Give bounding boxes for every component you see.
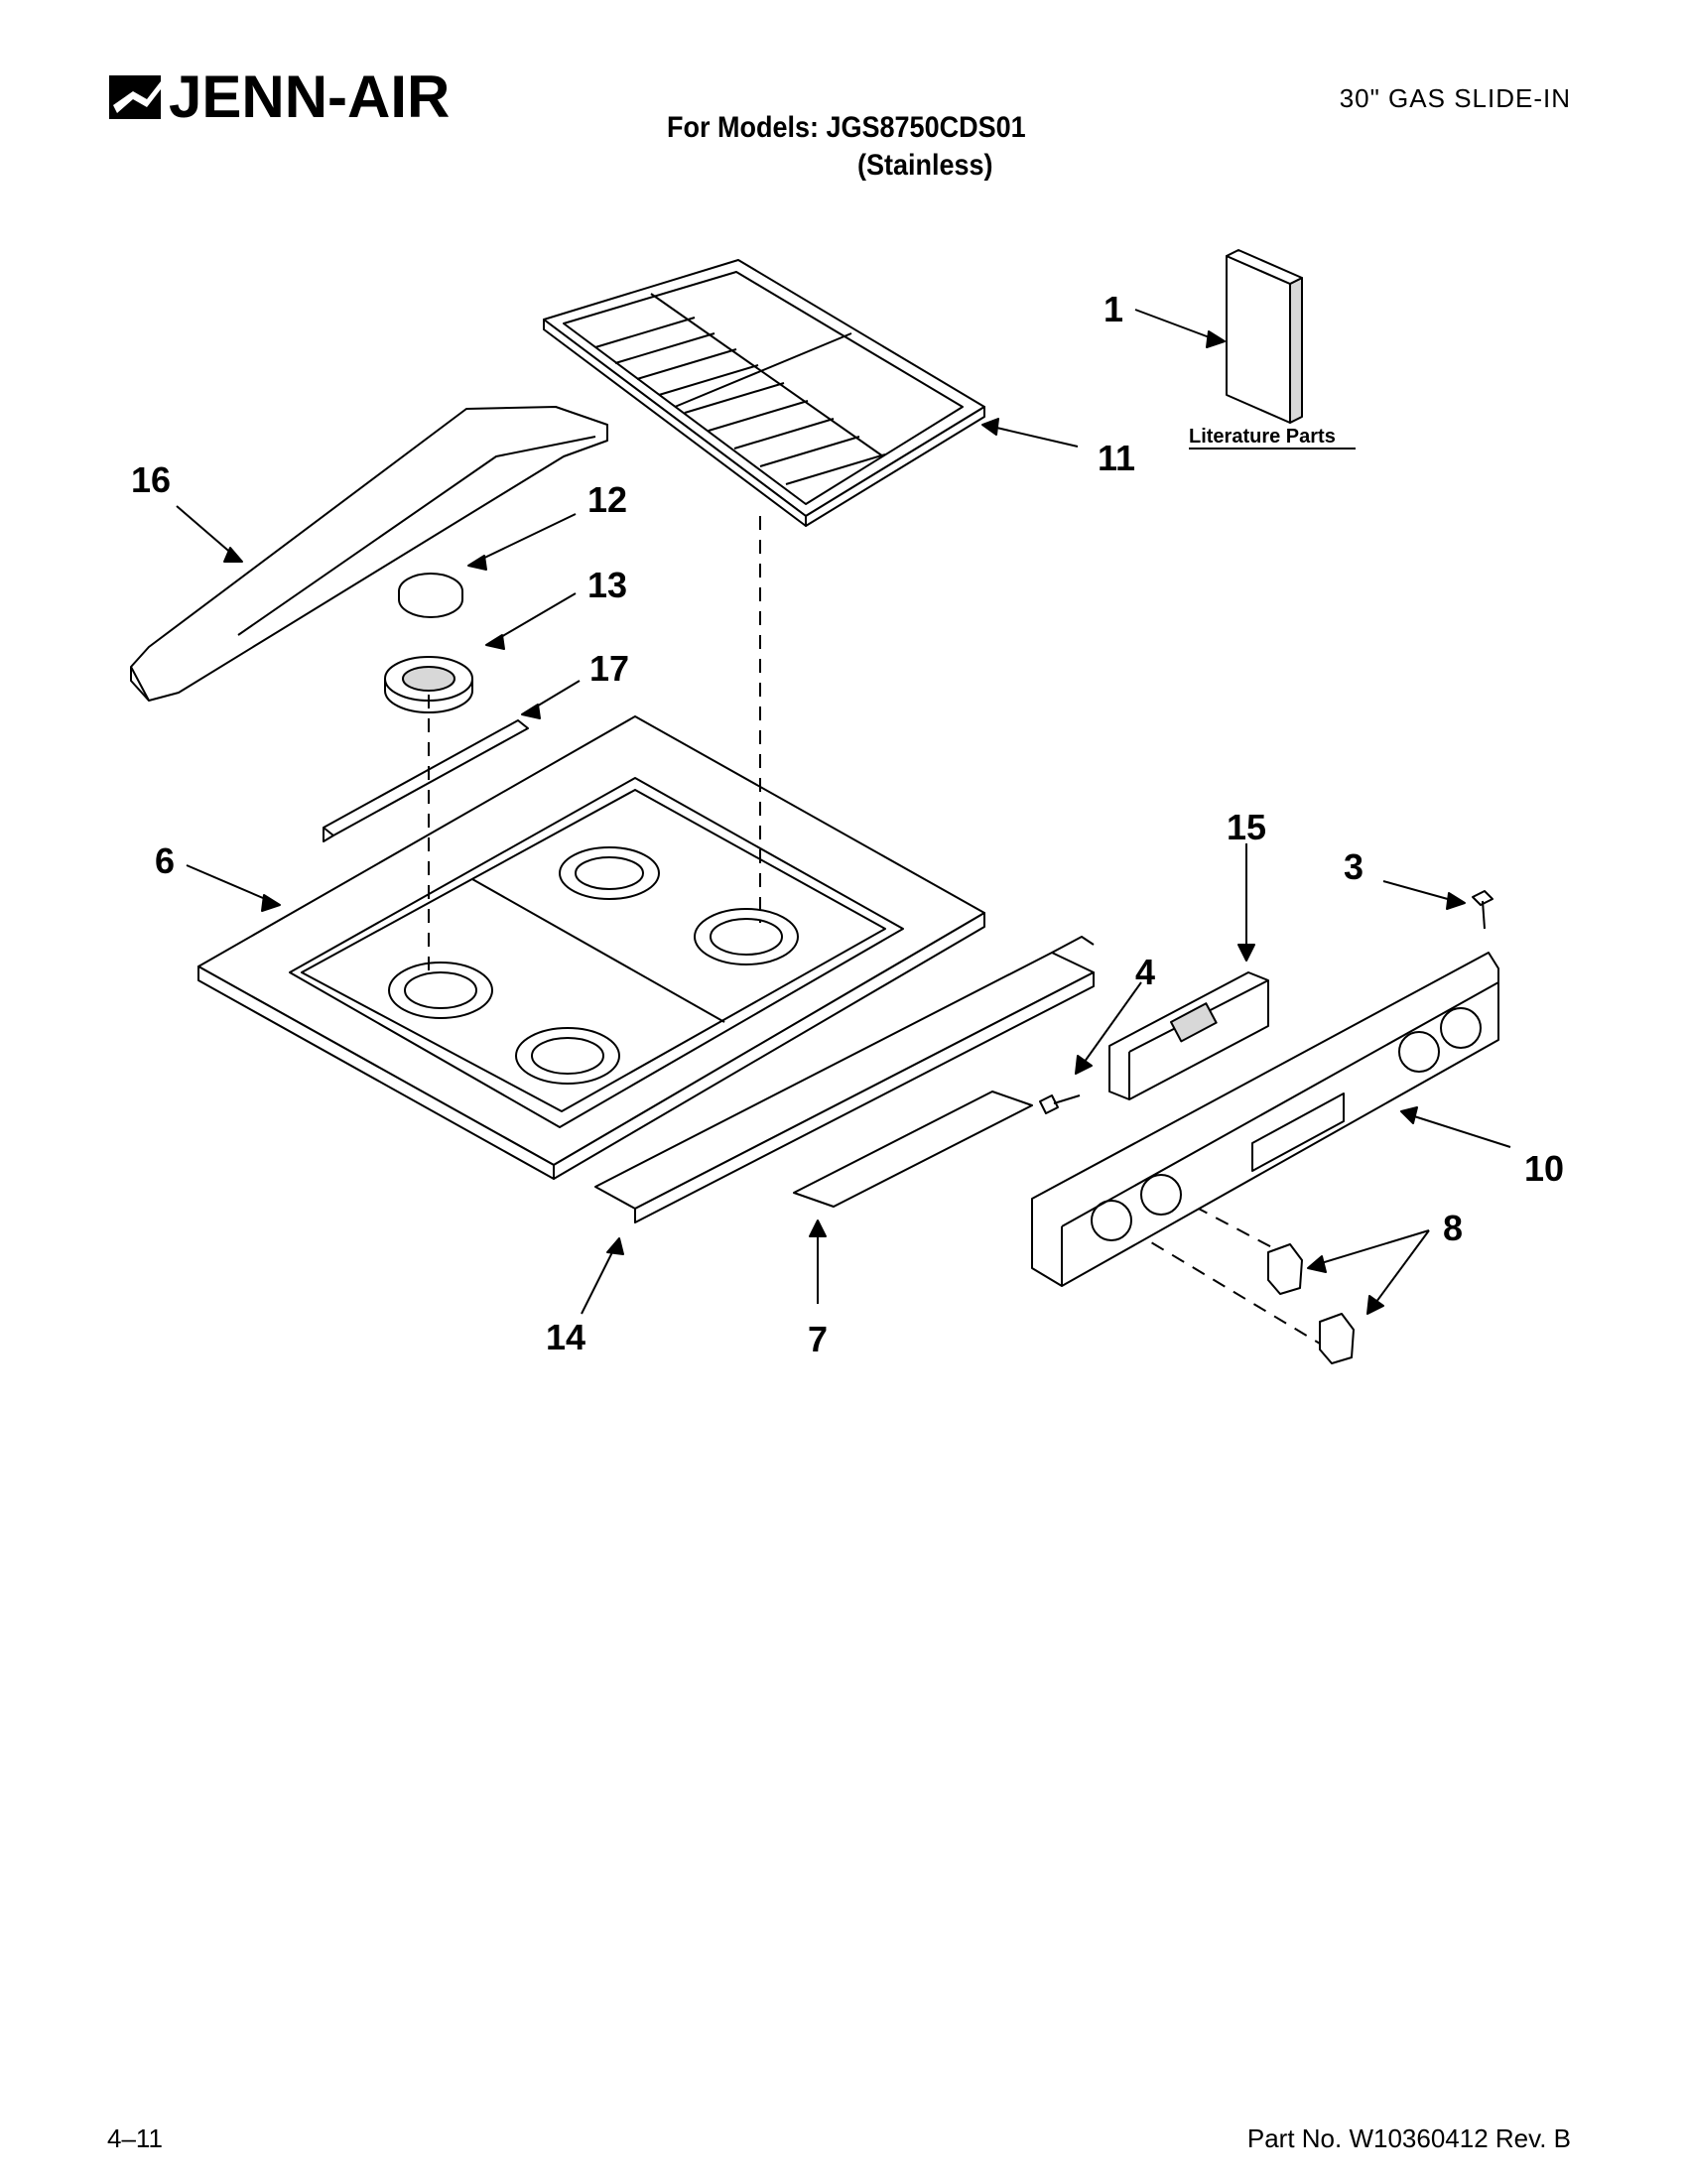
callout-14: 14 <box>546 1317 585 1357</box>
burner-grate <box>543 259 985 527</box>
callout-3: 3 <box>1344 846 1363 887</box>
leader-arrows <box>176 309 1511 1315</box>
control-panel <box>1031 952 1499 1287</box>
manifold-bracket <box>594 936 1095 1223</box>
page-number: 4–11 <box>107 2123 163 2153</box>
callout-6: 6 <box>155 840 175 881</box>
callout-16: 16 <box>131 459 171 500</box>
finish-label: (Stainless) <box>857 149 993 182</box>
screw-3 <box>1472 890 1493 930</box>
burner-cap <box>398 573 463 618</box>
callout-8: 10 <box>1524 1148 1564 1189</box>
callout-4: 4 <box>1135 952 1155 992</box>
burner-bracket <box>323 719 529 842</box>
callout-1: 1 <box>1104 289 1123 329</box>
heat-shield <box>793 1091 1033 1208</box>
burner-head <box>384 656 473 713</box>
callout-10: 8 <box>1443 1208 1463 1248</box>
electronic-control-board <box>1108 971 1269 1100</box>
callout-15: 15 <box>1227 807 1266 847</box>
literature-label: Literature Parts <box>1189 426 1336 448</box>
rear-trim-cap <box>130 406 608 702</box>
brand-logo: JENN-AIR <box>107 60 464 139</box>
callout-12: 12 <box>587 479 627 520</box>
callout-17: 17 <box>589 648 629 689</box>
product-category: 30" GAS SLIDE-IN <box>1339 83 1571 113</box>
callout-11: 11 <box>1098 438 1135 478</box>
jenn-air-bird-icon <box>109 75 161 119</box>
callout-7: 7 <box>808 1319 828 1359</box>
callout-13: 13 <box>587 565 627 605</box>
control-knobs <box>1267 1243 1355 1364</box>
literature-booklet <box>1226 249 1303 424</box>
screw-4 <box>1039 1094 1081 1114</box>
brand-wordmark: JENN-AIR <box>169 64 451 130</box>
models-heading: For Models: JGS8750CDS01 <box>667 111 1026 144</box>
cooktop-main-top <box>197 715 985 1180</box>
part-number: Part No. W10360412 Rev. B <box>1246 2123 1571 2153</box>
